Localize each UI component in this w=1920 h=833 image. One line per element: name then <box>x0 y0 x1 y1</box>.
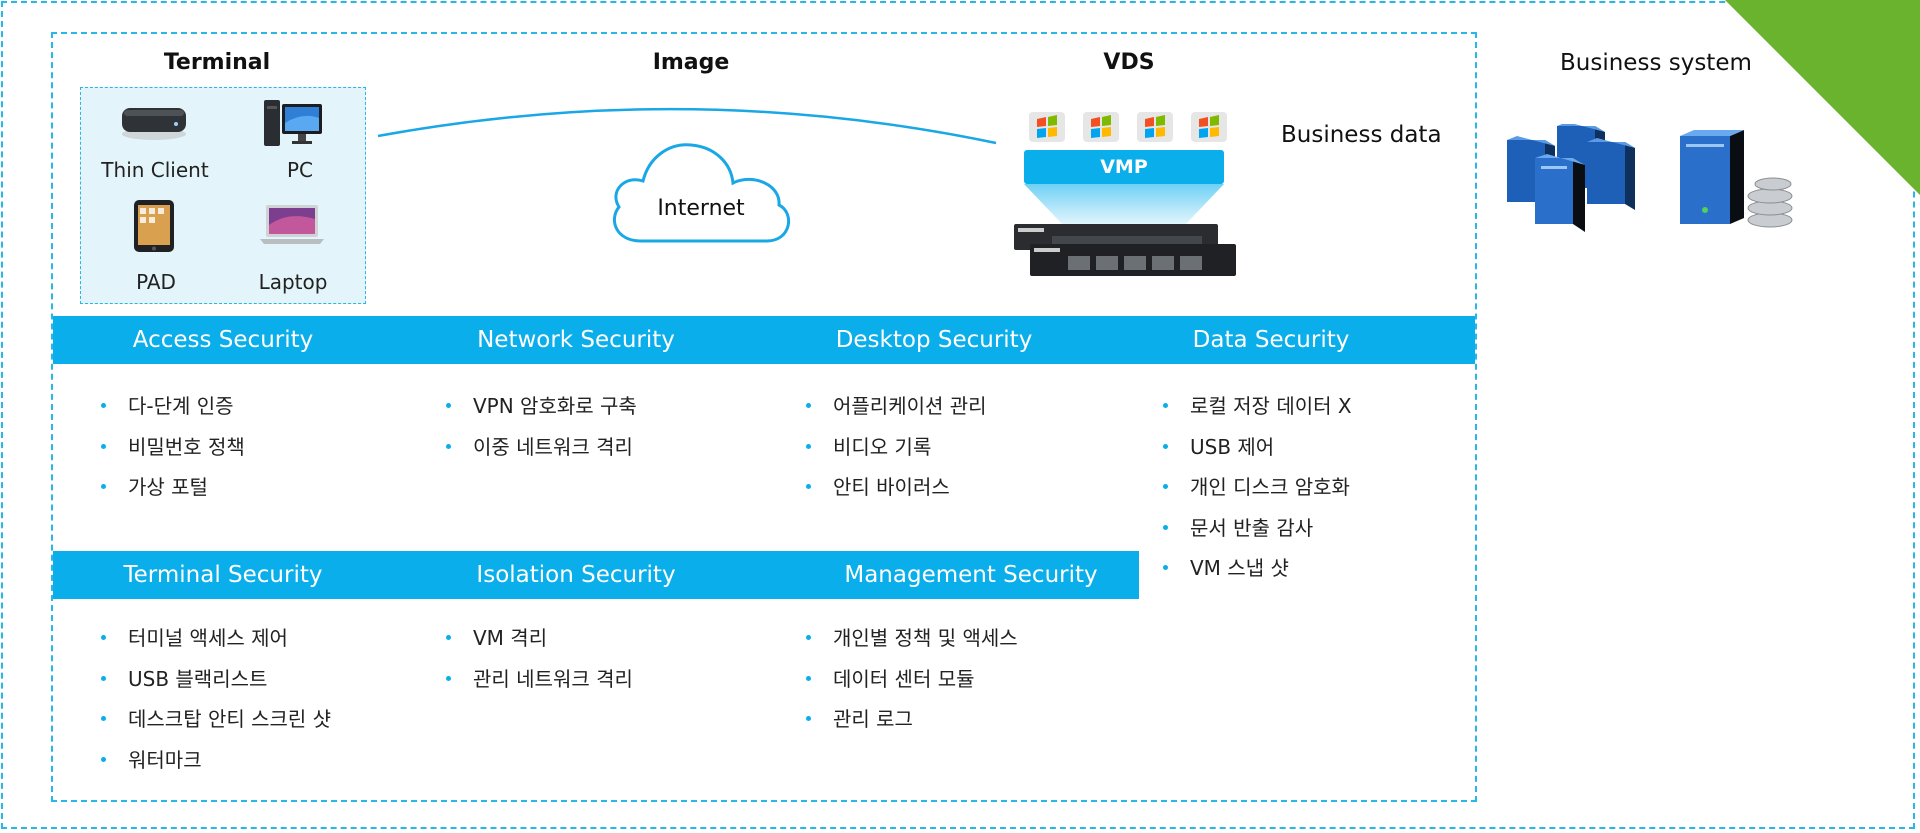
data-security-title: Data Security <box>1192 327 1350 353</box>
access-security-list: 다-단계 인증 비밀번호 정책 가상 포털 <box>99 394 245 516</box>
pc-label: PC <box>286 158 314 182</box>
internet-cloud-icon <box>612 143 790 243</box>
list-item: 가상 포털 <box>99 475 245 516</box>
thin-client-icon <box>122 108 186 140</box>
data-security-list: 로컬 저장 데이터 X USB 제어 개인 디스크 암호화 문서 반출 감사 V… <box>1161 394 1352 597</box>
list-item: 문서 반출 감사 <box>1161 516 1352 557</box>
vds-heading: VDS <box>1103 50 1155 75</box>
list-item: VPN 암호화로 구축 <box>444 394 637 435</box>
isolation-security-list: VM 격리 관리 네트워크 격리 <box>444 626 633 707</box>
database-server-icon <box>1680 130 1793 228</box>
security-band-row2 <box>53 551 1139 599</box>
list-item: 개인별 정책 및 액세스 <box>804 626 1018 667</box>
rack-server-icon <box>1014 224 1236 276</box>
list-item: 터미널 액세스 제어 <box>99 626 331 667</box>
vmp-projection <box>1024 184 1224 226</box>
laptop-label: Laptop <box>258 270 328 294</box>
isolation-security-title: Isolation Security <box>476 562 676 588</box>
list-item: 비밀번호 정책 <box>99 435 245 476</box>
windows-vm-icons <box>1029 112 1227 142</box>
vmp-bar: VMP <box>1024 150 1224 184</box>
list-item: 어플리케이션 관리 <box>804 394 987 435</box>
business-system-heading: Business system <box>1560 50 1752 76</box>
server-cluster-icon <box>1507 124 1635 232</box>
list-item: 비디오 기록 <box>804 435 987 476</box>
terminal-security-title: Terminal Security <box>123 562 323 588</box>
connection-arc <box>377 107 997 145</box>
list-item: VM 스냅 샷 <box>1161 556 1352 597</box>
network-security-title: Network Security <box>477 327 675 353</box>
management-security-list: 개인별 정책 및 액세스 데이터 센터 모듈 관리 로그 <box>804 626 1018 748</box>
list-item: VM 격리 <box>444 626 633 667</box>
list-item: USB 제어 <box>1161 435 1352 476</box>
list-item: 데이터 센터 모듈 <box>804 667 1018 708</box>
laptop-icon <box>260 205 324 244</box>
list-item: 관리 네트워크 격리 <box>444 667 633 708</box>
list-item: USB 블랙리스트 <box>99 667 331 708</box>
desktop-pc-icon <box>264 100 322 146</box>
desktop-security-list: 어플리케이션 관리 비디오 기록 안티 바이러스 <box>804 394 987 516</box>
list-item: 데스크탑 안티 스크린 샷 <box>99 707 331 748</box>
list-item: 다-단계 인증 <box>99 394 245 435</box>
management-security-title: Management Security <box>844 562 1098 588</box>
list-item: 안티 바이러스 <box>804 475 987 516</box>
list-item: 워터마크 <box>99 748 331 789</box>
list-item: 관리 로그 <box>804 707 1018 748</box>
terminal-heading: Terminal <box>163 50 271 75</box>
desktop-security-title: Desktop Security <box>835 327 1033 353</box>
network-security-list: VPN 암호화로 구축 이중 네트워크 격리 <box>444 394 637 475</box>
internet-label: Internet <box>657 196 745 221</box>
terminal-security-list: 터미널 액세스 제어 USB 블랙리스트 데스크탑 안티 스크린 샷 워터마크 <box>99 626 331 788</box>
security-band-row1 <box>53 316 1475 364</box>
access-security-title: Access Security <box>132 327 314 353</box>
pad-label: PAD <box>136 270 176 294</box>
list-item: 로컬 저장 데이터 X <box>1161 394 1352 435</box>
green-corner-decoration <box>1725 0 1920 195</box>
tablet-icon <box>134 200 174 252</box>
inner-dashed-frame <box>51 32 1477 802</box>
business-data-label: Business data <box>1281 122 1442 148</box>
list-item: 이중 네트워크 격리 <box>444 435 637 476</box>
thin-client-label: Thin Client <box>101 158 209 182</box>
list-item: 개인 디스크 암호화 <box>1161 475 1352 516</box>
image-heading: Image <box>652 50 730 75</box>
